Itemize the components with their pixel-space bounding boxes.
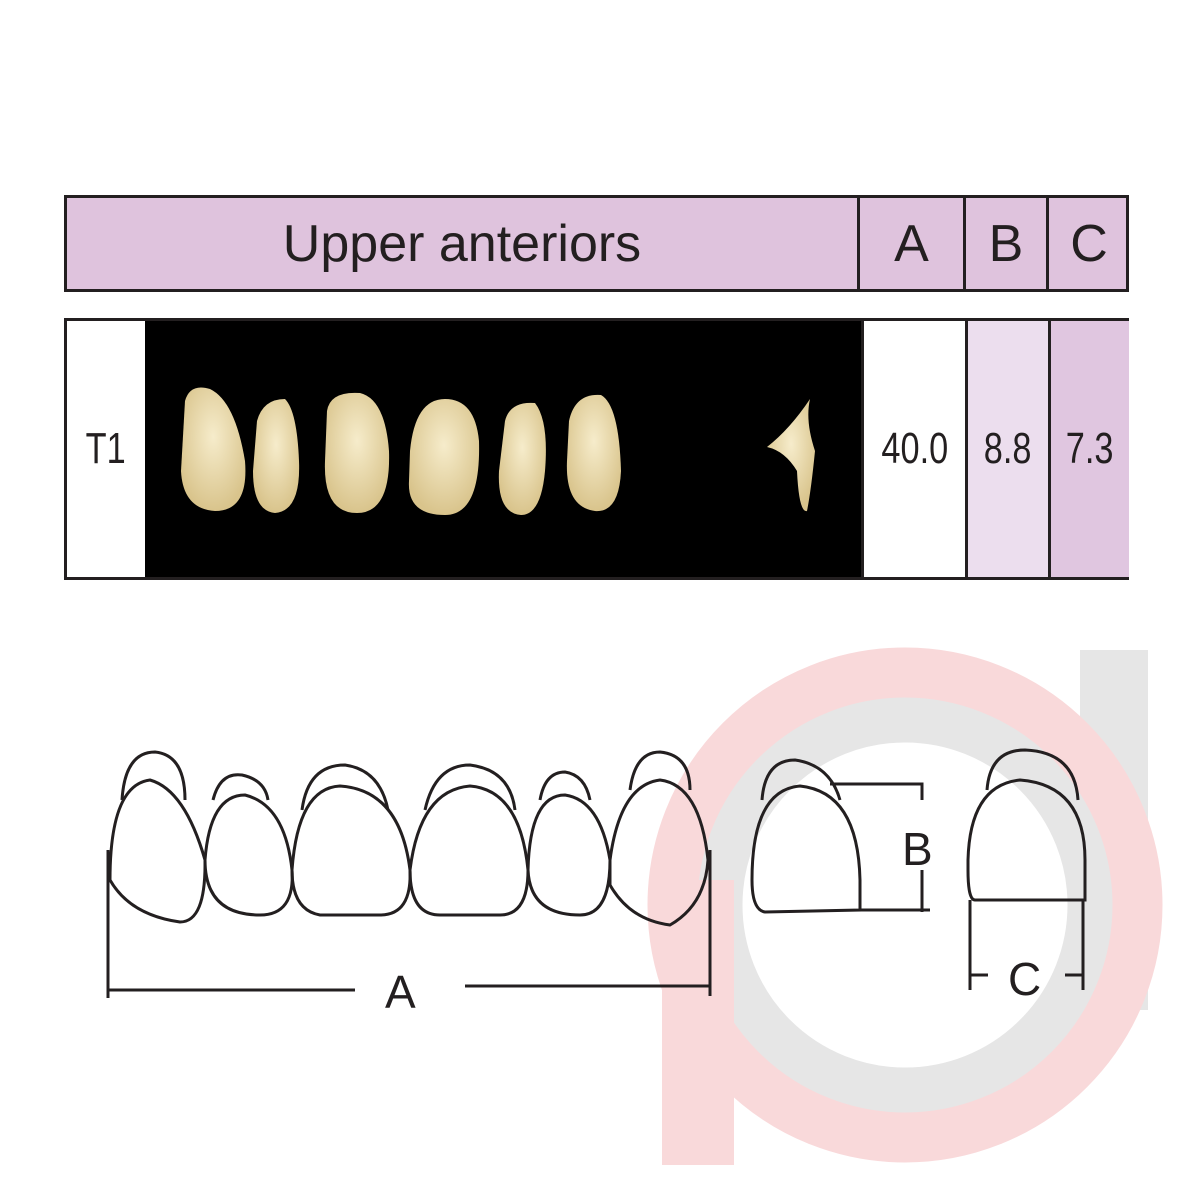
dimension-b-line — [830, 782, 930, 912]
front-tooth-outline — [966, 748, 1087, 990]
mould-label: T1 — [85, 424, 127, 473]
side-tooth-outline — [750, 758, 930, 914]
arch-teeth-outline — [108, 750, 710, 927]
dimension-b-label: B — [902, 823, 933, 875]
value-c: 7.3 — [1066, 424, 1114, 473]
dimension-c-line — [968, 900, 1085, 990]
dimension-a-label: A — [385, 966, 416, 1018]
dimension-a-line — [106, 850, 712, 998]
teeth-photo — [145, 321, 861, 577]
header-title: Upper anteriors — [282, 214, 642, 273]
data-row: T1 40.0 8.8 7.3 — [64, 318, 1129, 580]
header-row: Upper anteriors A B C — [64, 195, 1129, 292]
value-b: 8.8 — [984, 424, 1032, 473]
header-col-c: C — [1046, 198, 1129, 289]
dimension-c-label: C — [1008, 953, 1042, 1005]
value-a: 40.0 — [881, 424, 948, 473]
header-col-a: A — [857, 198, 963, 289]
header-col-b: B — [963, 198, 1046, 289]
